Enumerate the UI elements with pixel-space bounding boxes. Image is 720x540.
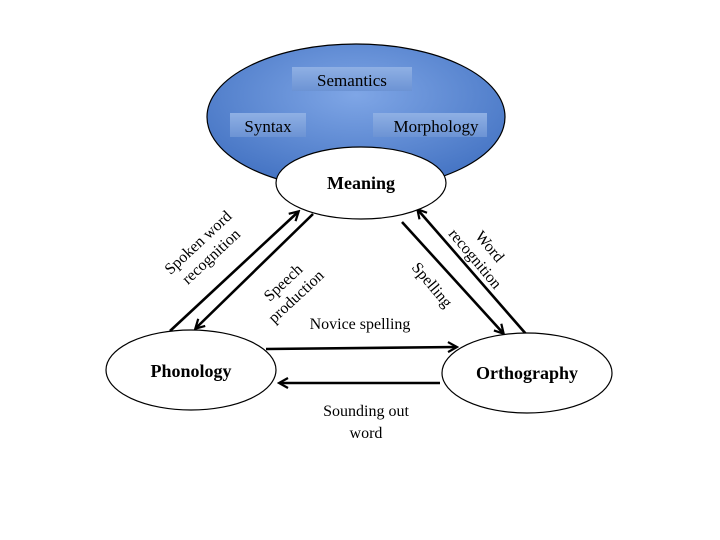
syntax-label: Syntax [244,117,292,136]
arrow-meaning-to-orthography [401,221,503,333]
orthography-label: Orthography [476,363,578,383]
sounding-out-word-line-1: Sounding out [323,403,409,420]
meaning-label: Meaning [327,173,395,193]
semantics-label: Semantics [317,71,387,90]
spelling-label: Spelling [408,259,455,311]
arrow-meaning-to-phonology [196,213,314,328]
orthography-node-shape [441,332,613,414]
syntax-tag-box [230,113,306,137]
novice-spelling-label: Novice spelling [310,316,411,333]
syntax-tag: Syntax [230,113,306,137]
meaning-node: Meaning [275,146,447,220]
meaning-node-shape [275,146,447,220]
orthography-node: Orthography [441,332,613,414]
morphology-tag-box [373,113,487,137]
morphology-label: Morphology [394,117,480,136]
phonology-node: Phonology [105,329,277,411]
semantics-tag-box [292,67,412,91]
semantics-tag: Semantics [292,67,412,91]
arrow-phonology-to-meaning [169,212,298,332]
morphology-tag: Morphology [373,113,487,137]
phonology-label: Phonology [150,361,231,381]
sounding-out-word-label: Sounding out word [323,403,409,442]
sounding-out-word-line-2: word [350,425,383,442]
arrow-orthography-to-meaning [418,210,527,335]
phonology-node-shape [105,329,277,411]
spoken-word-recognition-label: Spoken word recognition [162,208,244,288]
arrow-phonology-to-orthography [265,347,456,349]
